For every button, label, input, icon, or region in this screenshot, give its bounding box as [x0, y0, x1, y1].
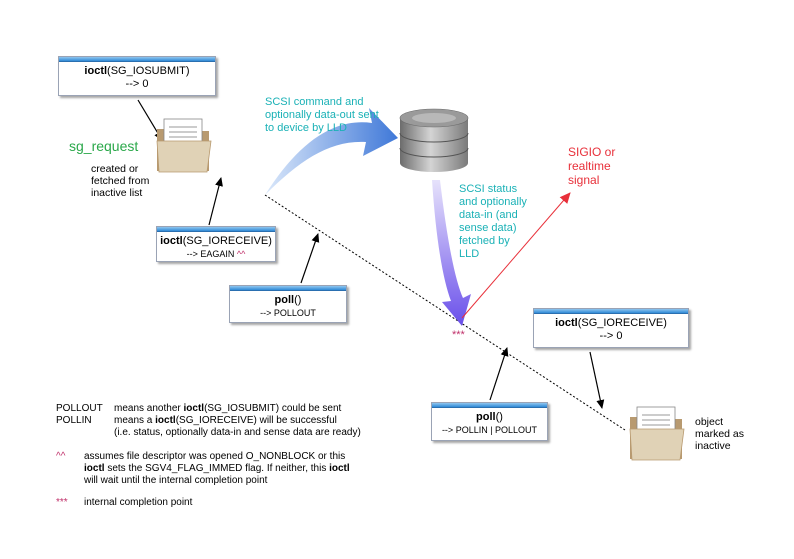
legend-pollin-note: (i.e. status, optionally data-in and sen…	[114, 427, 361, 438]
scsi-status-label: SCSI status and optionally data-in (and …	[459, 183, 527, 260]
sigio-label: SIGIO or realtime signal	[568, 145, 616, 187]
sigio-signal-arrow	[461, 192, 571, 319]
created-note: created or fetched from inactive list	[91, 163, 150, 199]
receive2-arrow	[589, 351, 605, 409]
disk-drive-icon	[399, 108, 469, 172]
legend-star: ***internal completion point	[56, 497, 193, 508]
poll2-arrow	[489, 347, 509, 401]
scsi-command-label: SCSI command and optionally data-out sen…	[265, 96, 379, 134]
ioctl-receive-success-box: ioctl(SG_IORECEIVE) --> 0	[533, 308, 689, 348]
legend-caret: ^^assumes file descriptor was opened O_N…	[56, 451, 350, 486]
scsi-status-arrow	[432, 180, 471, 326]
ioctl-receive-eagain-box: ioctl(SG_IORECEIVE) --> EAGAIN ^^	[156, 226, 276, 262]
poll1-arrow	[300, 233, 320, 284]
ioctl-submit-box: ioctl(SG_IOSUBMIT) --> 0	[58, 56, 216, 96]
poll-pollout-box: poll() --> POLLOUT	[229, 285, 347, 323]
inactive-object-folder-icon	[629, 406, 685, 461]
receive1-arrow	[208, 177, 223, 226]
scsi-command-arrow	[265, 108, 398, 195]
completion-point-marker: ***	[452, 329, 465, 341]
poll-pollin-box: poll() --> POLLIN | POLLOUT	[431, 402, 548, 441]
sg-request-label: sg_request	[69, 138, 139, 154]
object-inactive-note: object marked as inactive	[695, 416, 745, 452]
sg-request-folder-icon	[156, 118, 212, 173]
